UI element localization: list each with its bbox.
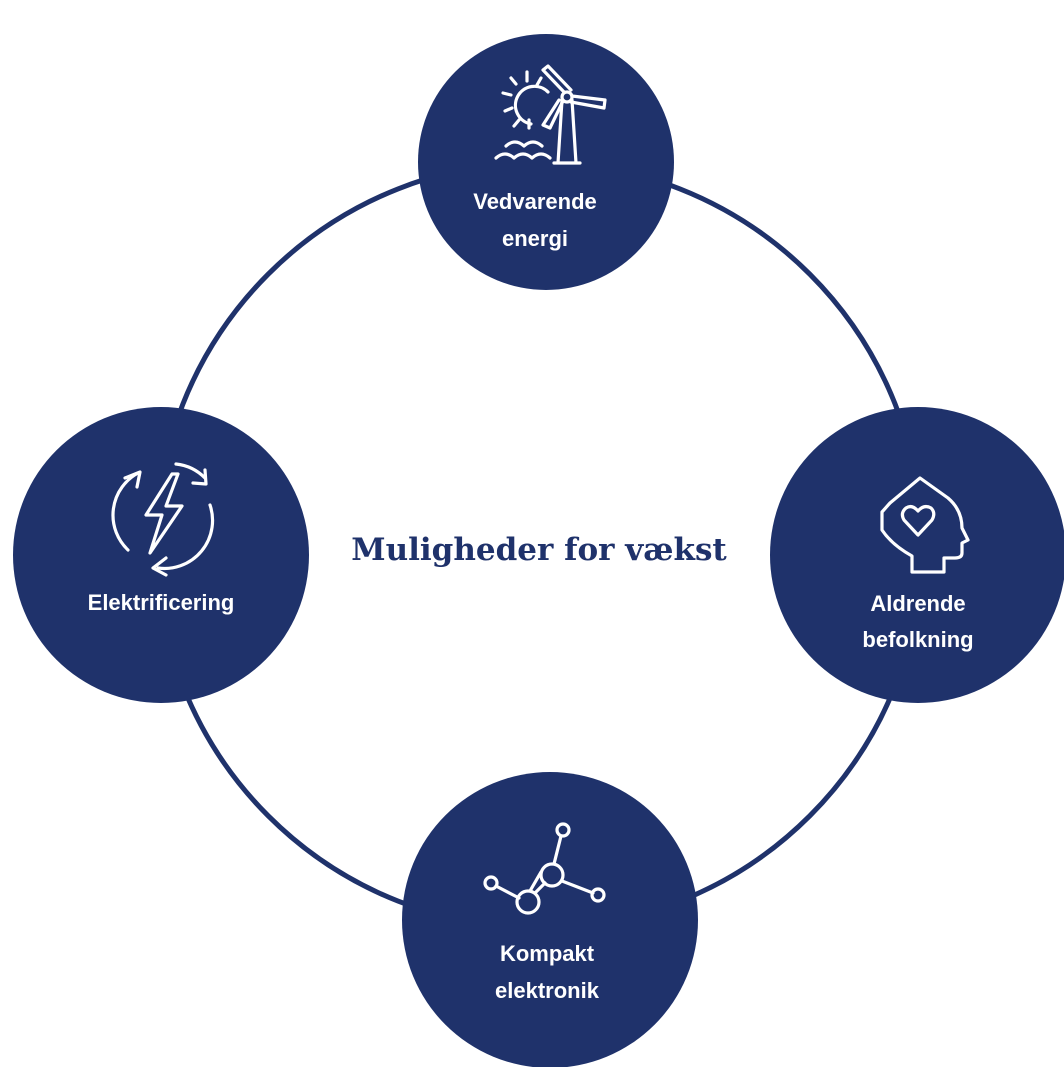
node-aging-population: Aldrende befolkning [770,407,1064,703]
node-circle [770,407,1064,703]
node-label-line2: befolkning [862,627,973,652]
node-label-line1: Vedvarende [473,189,597,214]
node-circle [402,772,698,1067]
node-compact-electronics: Kompakt elektronik [402,772,698,1067]
cycle-lightning-icon [111,462,215,577]
node-label-line1: Kompakt [500,941,595,966]
node-label-line2: energi [502,226,568,251]
node-renewable-energy: Vedvarende energi [418,34,674,290]
center-title: Muligheder for vækst [351,532,727,568]
node-electrification: Elektrificering [13,407,309,703]
molecule-nodes-icon [483,822,606,915]
node-label-line1: Aldrende [870,591,965,616]
sun-water-wind-turbine-icon [494,64,607,165]
node-label-line1: Elektrificering [88,590,235,615]
head-heart-icon [880,476,970,574]
node-label-line2: elektronik [495,978,600,1003]
node-circle [13,407,309,703]
node-circle [418,34,674,290]
